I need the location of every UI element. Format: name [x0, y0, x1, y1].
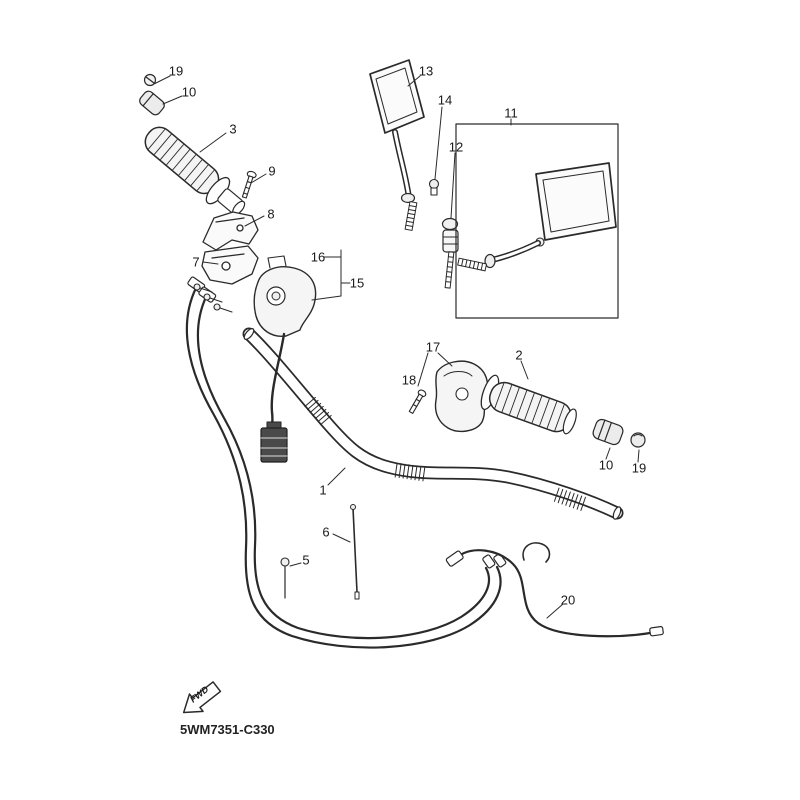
part-screw-19-left — [143, 73, 157, 87]
callout-15: 15 — [349, 275, 365, 291]
mirror-box-11 — [455, 123, 619, 319]
callout-7: 7 — [192, 254, 200, 270]
part-upper-holder-8 — [202, 211, 259, 251]
part-cables-4 — [185, 276, 507, 649]
part-ball-stud-14 — [428, 178, 440, 196]
callout-10-left: 10 — [181, 84, 197, 100]
callout-10-right: 10 — [598, 457, 614, 473]
callout-19-left: 19 — [168, 63, 184, 79]
part-screw-18 — [408, 389, 427, 414]
part-switch-housing-17 — [434, 360, 489, 433]
part-lower-holder-7 — [201, 245, 259, 285]
leader-lines — [153, 75, 640, 619]
callout-1: 1 — [319, 482, 327, 498]
callout-19-right: 19 — [631, 460, 647, 476]
callout-13: 13 — [418, 63, 434, 79]
part-cable-20 — [445, 542, 664, 638]
diagram-code: 5WM7351-C330 — [180, 722, 275, 737]
part-grip-cap-10-right — [592, 418, 624, 446]
callout-11: 11 — [504, 105, 518, 121]
part-mirror-13 — [369, 59, 425, 231]
part-screw-5 — [280, 557, 290, 599]
callout-5: 5 — [302, 552, 310, 568]
part-wire-connector — [260, 421, 288, 463]
callout-16: 16 — [310, 249, 326, 265]
callout-2: 2 — [515, 347, 523, 363]
part-cap-19-right — [630, 432, 646, 448]
callout-3: 3 — [229, 121, 237, 137]
part-grip-cap-10-left — [139, 90, 165, 116]
callout-14: 14 — [437, 92, 453, 108]
fwd-arrow: FWD — [182, 681, 222, 714]
part-switch-screws — [193, 283, 233, 313]
part-screw-9 — [241, 170, 257, 199]
callout-17: 17 — [425, 339, 441, 355]
part-grip-2 — [480, 374, 577, 435]
part-throttle-grip-3 — [144, 126, 246, 216]
callout-18: 18 — [401, 372, 417, 388]
callout-9: 9 — [268, 163, 276, 179]
callout-12: 12 — [448, 139, 464, 155]
callout-6: 6 — [322, 524, 330, 540]
callout-20: 20 — [560, 592, 576, 608]
part-handlebar-1 — [242, 327, 624, 520]
part-mirror-right — [457, 162, 617, 272]
callout-8: 8 — [267, 206, 275, 222]
part-rod-6 — [350, 504, 360, 600]
part-mirror-mount-12 — [441, 217, 459, 289]
